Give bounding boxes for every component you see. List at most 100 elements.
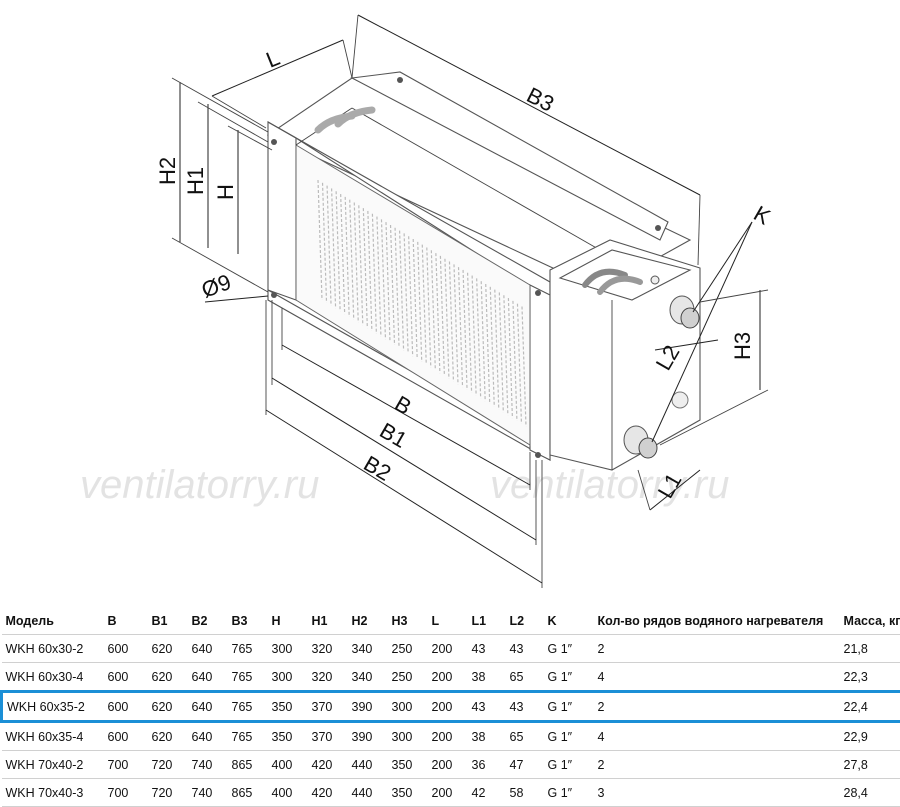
fin: [435, 253, 441, 374]
fin: [380, 219, 387, 340]
fin: [426, 247, 432, 368]
dim-label-h: H: [213, 184, 238, 200]
table-cell: 765: [227, 690, 268, 723]
fin: [498, 292, 504, 413]
table-cell: 600: [103, 690, 148, 723]
table-cell: 600: [103, 721, 148, 751]
table-cell: 2: [593, 634, 840, 663]
table-cell: 36: [467, 750, 506, 779]
fin: [430, 250, 436, 371]
table-cell: 865: [227, 750, 268, 779]
table-cell: 600: [103, 662, 148, 692]
fin: [512, 300, 518, 421]
table-cell: 47: [505, 750, 544, 779]
dim-label-h1: H1: [183, 167, 208, 195]
table-cell: 620: [147, 662, 188, 692]
dim-label-d9: Ø9: [198, 269, 234, 303]
column-header: Модель: [1, 607, 104, 635]
column-header: B: [103, 607, 148, 635]
fin: [362, 208, 368, 329]
fin: [367, 210, 373, 331]
table-cell: 765: [227, 721, 268, 751]
connector-k-lower: [623, 425, 658, 459]
fin: [399, 230, 405, 351]
fin: [417, 241, 423, 362]
fin: [344, 196, 350, 317]
table-cell: 350: [387, 750, 428, 779]
fin: [335, 191, 341, 312]
fin: [471, 275, 477, 396]
table-cell: WKH 60x30-4: [1, 662, 104, 692]
heat-exchanger-fins: [317, 179, 527, 427]
table-cell: G 1″: [543, 634, 594, 663]
table-cell: G 1″: [543, 750, 594, 779]
fin: [326, 185, 332, 306]
column-header: L: [427, 607, 468, 635]
column-header: Масса, кг: [839, 607, 900, 635]
table-cell: G 1″: [543, 662, 594, 692]
table-cell: 620: [147, 721, 188, 751]
fin: [516, 303, 523, 424]
table-cell: 720: [147, 778, 188, 807]
table-cell: 2: [593, 690, 840, 723]
table-cell: 300: [387, 721, 428, 751]
fin: [408, 236, 414, 357]
table-cell: 420: [307, 778, 348, 807]
fin: [403, 233, 409, 354]
fin: [340, 194, 346, 315]
table-cell: 765: [227, 634, 268, 663]
table-cell: 21,8: [839, 634, 900, 663]
dim-label-b2: B2: [360, 451, 396, 486]
table-cell: 200: [427, 634, 468, 663]
table-cell: 2: [593, 750, 840, 779]
table-cell: 42: [467, 778, 506, 807]
fin: [371, 213, 377, 334]
fin: [389, 224, 396, 345]
table-cell: 390: [347, 690, 388, 723]
column-header: L2: [505, 607, 544, 635]
table-cell: 28,4: [839, 778, 900, 807]
table-cell: G 1″: [543, 690, 594, 723]
dim-label-k: K: [750, 201, 775, 230]
table-cell: 4: [593, 721, 840, 751]
table-cell: 740: [187, 778, 228, 807]
table-cell: WKH 60x35-4: [1, 721, 104, 751]
table-cell: 43: [505, 690, 544, 723]
column-header: H: [267, 607, 308, 635]
fin: [521, 306, 527, 427]
table-cell: 720: [147, 750, 188, 779]
table-cell: 620: [147, 690, 188, 723]
fin: [494, 289, 500, 410]
table-cell: 640: [187, 690, 228, 723]
table-cell: 200: [427, 750, 468, 779]
fin: [480, 281, 486, 402]
dim-label-b3: B3: [523, 82, 558, 116]
table-cell: 620: [147, 634, 188, 663]
fin: [412, 239, 418, 360]
table-cell: G 1″: [543, 721, 594, 751]
table-cell: 765: [227, 662, 268, 692]
table-cell: 58: [505, 778, 544, 807]
fin: [385, 222, 391, 343]
table-cell: 340: [347, 662, 388, 692]
fin: [358, 205, 364, 326]
dimension-lines: [171, 14, 769, 588]
table-cell: 350: [267, 690, 308, 723]
fin: [444, 258, 450, 379]
table-cell: 22,3: [839, 662, 900, 692]
fin: [349, 199, 355, 320]
table-cell: 320: [307, 634, 348, 663]
table-cell: 370: [307, 690, 348, 723]
table-cell: 65: [505, 662, 544, 692]
table-cell: 22,9: [839, 721, 900, 751]
fin: [457, 267, 464, 388]
column-header: K: [543, 607, 594, 635]
column-header: B2: [187, 607, 228, 635]
